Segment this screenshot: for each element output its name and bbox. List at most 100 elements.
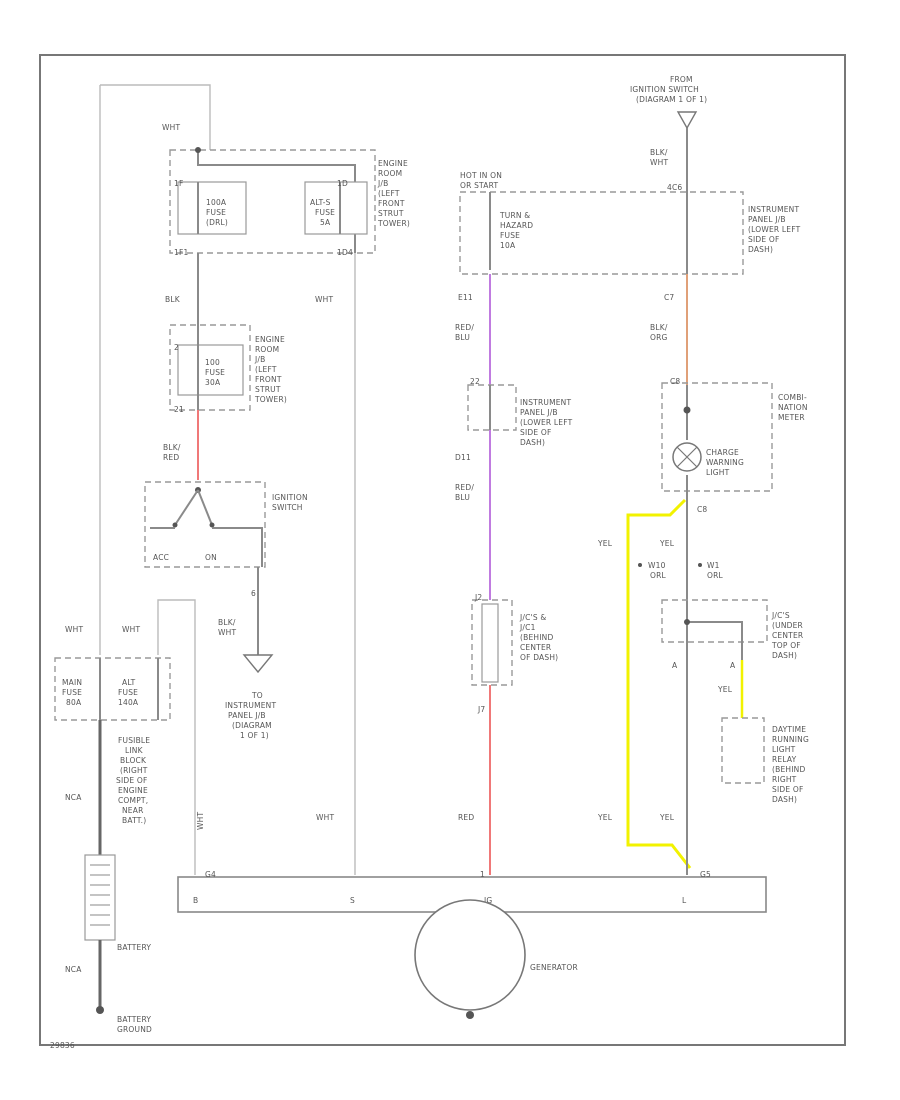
svg-text:FUSE: FUSE [118, 688, 138, 697]
wire-label-blk-org: BLK/ ORG [650, 323, 668, 342]
pin-label: J2 [474, 593, 482, 602]
wire-label-red: RED [458, 813, 474, 822]
svg-text:FUSE: FUSE [205, 368, 225, 377]
svg-text:FUSE: FUSE [62, 688, 82, 697]
pin-label: A [672, 661, 678, 670]
fuse-alt-s-label: ALT-S FUSE 5A [310, 198, 335, 227]
svg-text:BLK/: BLK/ [163, 443, 181, 452]
fuse-main-label: MAIN FUSE 80A [62, 678, 82, 707]
ignition-switch [144, 481, 266, 568]
pin-label: C8 [670, 377, 680, 386]
wire-label-blk-red: BLK/ RED [163, 443, 181, 462]
wht-feed-top [100, 84, 211, 150]
svg-text:(DIAGRAM: (DIAGRAM [232, 721, 272, 730]
svg-text:ORL: ORL [707, 571, 724, 580]
svg-text:ROOM: ROOM [255, 345, 279, 354]
svg-text:OR START: OR START [460, 181, 498, 190]
engine-room-jb-right [169, 149, 376, 254]
to-instrument-panel-label: TO INSTRUMENT PANEL J/B (DIAGRAM 1 OF 1) [225, 691, 276, 740]
wire-label-blk-wht-r: BLK/ WHT [650, 148, 668, 167]
svg-text:IGNITION: IGNITION [272, 493, 308, 502]
wire-label-grn-1: W10 ORL [648, 561, 667, 580]
pin-label: G5 [700, 870, 711, 879]
svg-text:(LEFT: (LEFT [255, 365, 277, 374]
instrument-panel-jb-mid [467, 384, 517, 431]
generator-terminal-s: S [350, 896, 355, 905]
charge-warning-light-label: CHARGE WARNING LIGHT [706, 448, 744, 477]
svg-text:J/C1: J/C1 [519, 623, 536, 632]
svg-text:BLK/: BLK/ [650, 323, 668, 332]
wire-label-wht-top: WHT [162, 123, 180, 132]
svg-text:J/B: J/B [377, 179, 388, 188]
instrument-panel-jb-mid-label: INSTRUMENT PANEL J/B (LOWER LEFT SIDE OF… [520, 398, 573, 447]
svg-text:J/C'S &: J/C'S & [519, 613, 546, 622]
svg-text:NEAR: NEAR [122, 806, 144, 815]
svg-text:J/C'S: J/C'S [771, 611, 790, 620]
svg-text:FROM: FROM [670, 75, 693, 84]
wire-label-nca-1: NCA [65, 793, 82, 802]
svg-text:ENGINE: ENGINE [118, 786, 148, 795]
wire-label-yel-3: YEL [717, 685, 733, 694]
svg-text:FRONT: FRONT [255, 375, 282, 384]
wire-label-wht-s: WHT [316, 813, 334, 822]
generator-label: GENERATOR [530, 963, 578, 972]
svg-text:(BEHIND: (BEHIND [520, 633, 553, 642]
svg-text:FRONT: FRONT [378, 199, 405, 208]
daytime-running-light-relay [721, 717, 765, 784]
wire-yel-loop [626, 498, 692, 869]
svg-text:TOWER): TOWER) [377, 219, 410, 228]
fuse-alt-label: ALT FUSE 140A [118, 678, 139, 707]
wire-label-grn-2: W1 ORL [707, 561, 724, 580]
pin-label: E11 [458, 293, 473, 302]
svg-text:BATTERY: BATTERY [117, 1015, 151, 1024]
pin-label: 2 [174, 343, 179, 352]
svg-text:RUNNING: RUNNING [772, 735, 809, 744]
svg-text:TOWER): TOWER) [254, 395, 287, 404]
svg-text:DASH): DASH) [520, 438, 545, 447]
svg-text:RED: RED [163, 453, 179, 462]
ignition-on: ON [205, 553, 217, 562]
svg-text:ALT-S: ALT-S [310, 198, 331, 207]
svg-text:SIDE OF: SIDE OF [116, 776, 148, 785]
svg-text:MAIN: MAIN [62, 678, 82, 687]
svg-text:ORL: ORL [650, 571, 667, 580]
svg-text:100: 100 [205, 358, 220, 367]
instrument-panel-jb-top [459, 191, 744, 275]
svg-text:RED/: RED/ [455, 483, 474, 492]
fusible-link-block-label: FUSIBLE LINK BLOCK (RIGHT SIDE OF ENGINE… [116, 736, 150, 825]
pin-label: C8 [697, 505, 707, 514]
svg-text:OF DASH): OF DASH) [520, 653, 558, 662]
arrow-down-icon [676, 111, 698, 130]
fuse-box-100 [177, 344, 244, 396]
generator-ground-icon [466, 1011, 474, 1019]
svg-text:(LOWER LEFT: (LOWER LEFT [520, 418, 573, 427]
svg-text:RED/: RED/ [455, 323, 474, 332]
jc-behind-dash [471, 599, 513, 686]
svg-text:DAYTIME: DAYTIME [772, 725, 806, 734]
jc-behind-dash-label: J/C'S & J/C1 (BEHIND CENTER OF DASH) [519, 613, 558, 662]
svg-text:HOT IN ON: HOT IN ON [460, 171, 502, 180]
svg-text:1 OF 1): 1 OF 1) [240, 731, 269, 740]
ground-icon [96, 1006, 104, 1014]
wire-label-red-blu-1: RED/ BLU [455, 323, 474, 342]
wire-label-yel-2: YEL [659, 539, 675, 548]
svg-text:CENTER: CENTER [772, 631, 803, 640]
instrument-panel-jb-top-label: INSTRUMENT PANEL J/B (LOWER LEFT SIDE OF… [748, 205, 800, 254]
svg-text:ROOM: ROOM [378, 169, 402, 178]
svg-text:IGNITION SWITCH: IGNITION SWITCH [630, 85, 699, 94]
wire-label-yel-5: YEL [659, 813, 675, 822]
svg-text:ALT: ALT [122, 678, 136, 687]
wire-label-red-blu-2: RED/ BLU [455, 483, 474, 502]
turn-hazard-fuse-label: TURN & HAZARD FUSE 10A [499, 211, 533, 250]
generator-terminal-b: B [193, 896, 198, 905]
pin-label: D11 [455, 453, 471, 462]
svg-text:DASH): DASH) [748, 245, 773, 254]
svg-text:LIGHT: LIGHT [706, 468, 730, 477]
drl-relay-label: DAYTIME RUNNING LIGHT RELAY (BEHIND RIGH… [772, 725, 809, 804]
jc-under-dash [661, 599, 768, 643]
svg-text:J/B: J/B [254, 355, 265, 364]
fuse-100a-label: 100A FUSE (DRL) [206, 198, 228, 227]
arrow-down-icon [242, 654, 274, 674]
svg-text:TO: TO [251, 691, 263, 700]
